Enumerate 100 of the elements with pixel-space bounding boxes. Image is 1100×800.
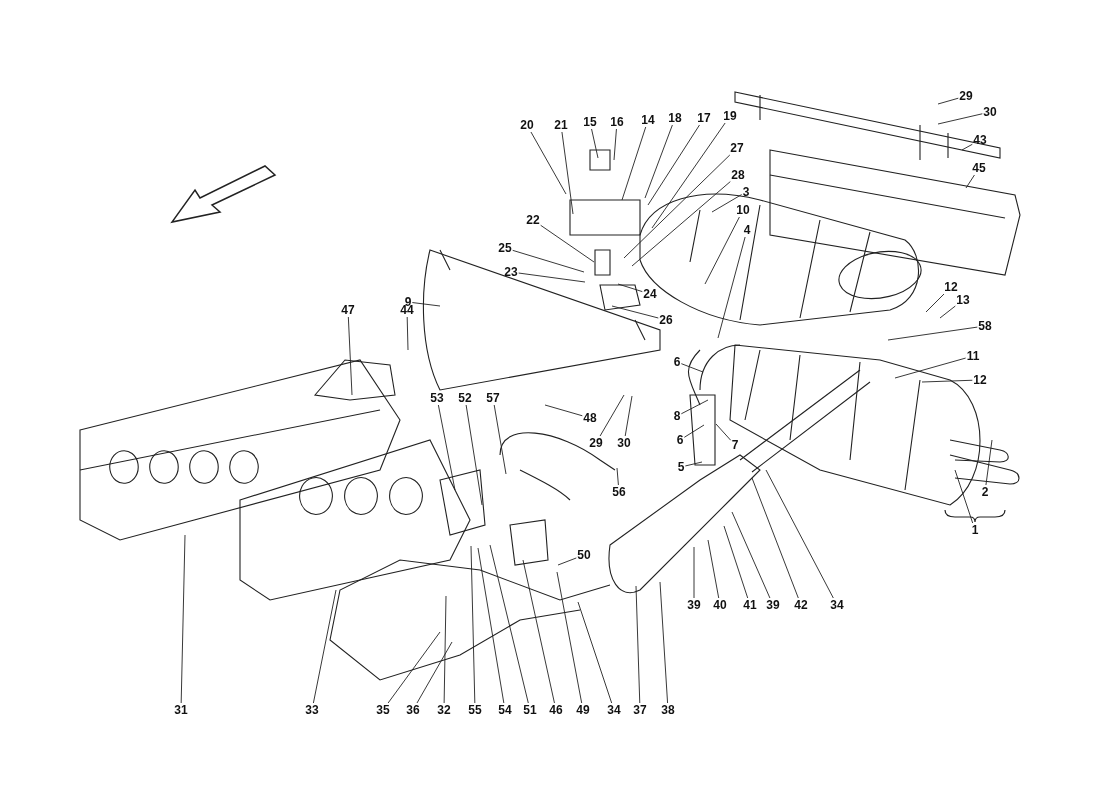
leader-line xyxy=(651,122,726,229)
callout-number: 55 xyxy=(467,703,483,717)
callout-number: 14 xyxy=(640,113,656,127)
callout-number: 52 xyxy=(457,391,473,405)
callout-number: 24 xyxy=(642,287,658,301)
leader-line xyxy=(731,511,771,599)
callout-number: 26 xyxy=(658,313,674,327)
leader-line xyxy=(489,544,529,704)
callout-number: 39 xyxy=(686,598,702,612)
callout-number: 32 xyxy=(436,703,452,717)
callout-number: 12 xyxy=(943,280,959,294)
leader-line xyxy=(647,124,700,206)
callout-number: 40 xyxy=(712,598,728,612)
callout-number: 54 xyxy=(497,703,513,717)
callout-number: 23 xyxy=(503,265,519,279)
leader-line xyxy=(644,124,673,199)
callout-number: 33 xyxy=(304,703,320,717)
leader-line xyxy=(387,631,441,704)
callout-number: 21 xyxy=(553,118,569,132)
callout-number: 31 xyxy=(173,703,189,717)
leader-line xyxy=(751,477,799,599)
callout-number: 15 xyxy=(582,115,598,129)
callout-number: 53 xyxy=(429,391,445,405)
leader-line xyxy=(180,534,186,704)
callout-number: 1 xyxy=(970,523,980,537)
leader-line xyxy=(561,131,574,215)
leader-line xyxy=(624,395,633,437)
leader-line xyxy=(704,216,740,285)
leader-line xyxy=(406,316,409,351)
leader-line xyxy=(623,154,731,259)
callout-number: 13 xyxy=(955,293,971,307)
callout-number: 29 xyxy=(588,436,604,450)
callout-number: 30 xyxy=(616,436,632,450)
leader-line xyxy=(887,326,978,341)
leader-line xyxy=(680,399,709,415)
leader-line xyxy=(961,143,973,151)
leader-line xyxy=(443,595,447,704)
leader-line xyxy=(693,546,695,599)
leader-line xyxy=(493,404,507,475)
leader-line xyxy=(617,283,643,293)
leader-line xyxy=(518,272,586,283)
callout-number: 29 xyxy=(958,89,974,103)
leader-line xyxy=(659,581,668,704)
leader-line xyxy=(416,641,453,704)
leader-line xyxy=(530,131,567,195)
leader-line xyxy=(540,224,595,263)
callout-number: 16 xyxy=(609,115,625,129)
leader-line xyxy=(765,469,834,599)
leader-line xyxy=(939,305,956,319)
callout-number: 45 xyxy=(971,161,987,175)
callout-number: 2 xyxy=(980,485,990,499)
callout-number: 43 xyxy=(972,133,988,147)
callout-number: 6 xyxy=(675,433,685,447)
leader-line xyxy=(925,293,945,313)
callout-number: 12 xyxy=(972,373,988,387)
callout-number: 39 xyxy=(765,598,781,612)
leader-line xyxy=(680,363,704,373)
leader-line xyxy=(599,394,625,437)
callout-number: 36 xyxy=(405,703,421,717)
callout-number: 58 xyxy=(977,319,993,333)
leader-line xyxy=(683,424,705,438)
callout-number: 56 xyxy=(611,485,627,499)
leader-line xyxy=(635,585,641,704)
leader-line xyxy=(894,357,967,379)
callout-number: 38 xyxy=(660,703,676,717)
callout-number: 22 xyxy=(525,213,541,227)
callout-number: 48 xyxy=(582,411,598,425)
callout-number: 5 xyxy=(676,460,686,474)
leader-line xyxy=(557,557,577,566)
callout-number: 28 xyxy=(730,168,746,182)
leader-line xyxy=(631,181,731,267)
callout-number: 19 xyxy=(722,109,738,123)
leader-line xyxy=(512,249,585,273)
leader-line xyxy=(477,547,505,704)
callout-number: 42 xyxy=(793,598,809,612)
leader-line xyxy=(616,467,619,486)
leader-line xyxy=(522,559,555,704)
leader-line xyxy=(591,128,599,159)
leader-line xyxy=(707,539,720,599)
callout-number: 49 xyxy=(575,703,591,717)
leader-line xyxy=(470,545,476,704)
callout-number: 47 xyxy=(340,303,356,317)
callout-number: 20 xyxy=(519,118,535,132)
callout-number: 50 xyxy=(576,548,592,562)
callout-number: 25 xyxy=(497,241,513,255)
callout-number: 34 xyxy=(829,598,845,612)
leader-line xyxy=(411,302,441,307)
callout-number: 3 xyxy=(741,185,751,199)
callout-number: 51 xyxy=(522,703,538,717)
leader-line xyxy=(921,379,973,383)
leader-line xyxy=(465,404,483,506)
leader-line xyxy=(613,128,617,161)
leader-line xyxy=(611,305,659,319)
callout-number: 37 xyxy=(632,703,648,717)
leader-line xyxy=(621,126,647,201)
leader-line xyxy=(985,439,993,486)
leader-line xyxy=(717,236,746,339)
leader-line xyxy=(577,601,613,704)
callout-number: 7 xyxy=(730,438,740,452)
callout-number: 30 xyxy=(982,105,998,119)
